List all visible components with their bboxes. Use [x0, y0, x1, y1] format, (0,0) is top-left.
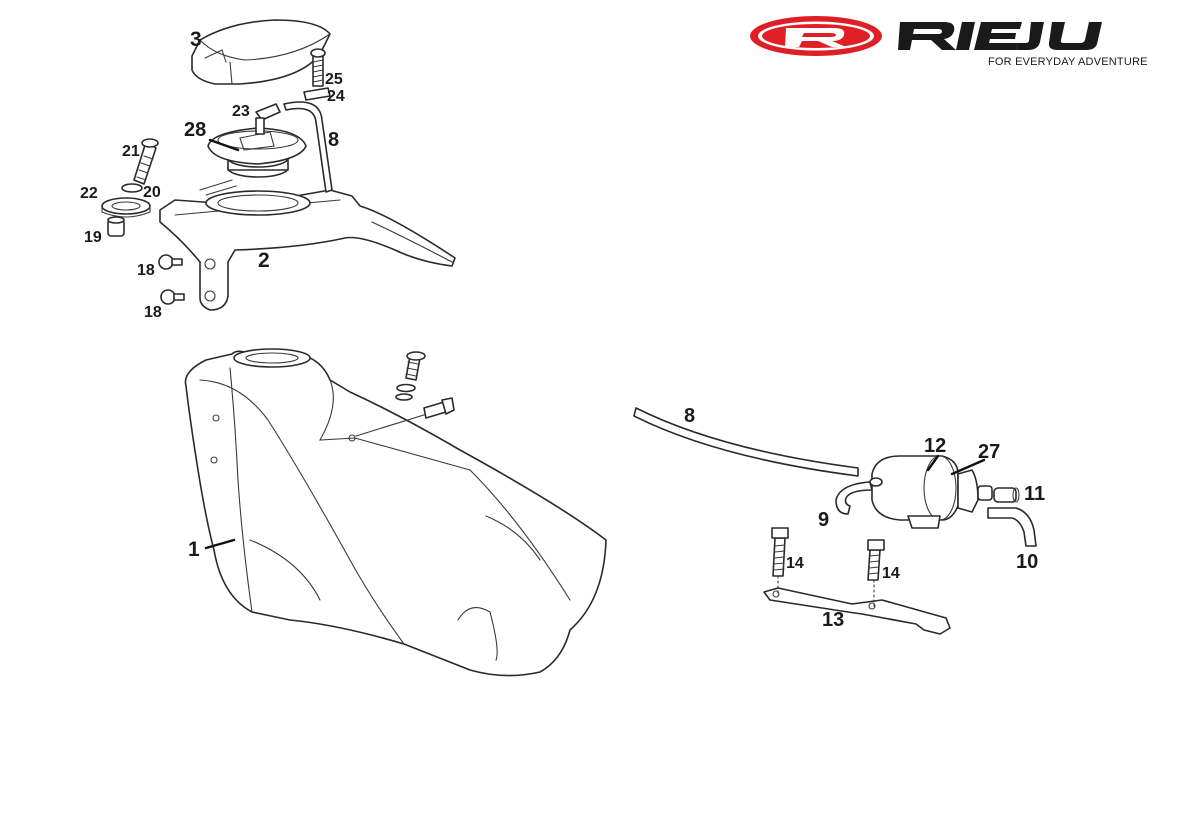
- callout-3: 3: [190, 28, 202, 51]
- callout-19: 19: [84, 229, 102, 246]
- tank-cover-part: [191, 19, 331, 85]
- tank-bolt-part: [395, 351, 426, 401]
- bolt-25-part: [310, 48, 326, 87]
- bolt-14b-part: [867, 539, 885, 581]
- callout-18-upper: 18: [137, 262, 155, 279]
- bolt-14a-part: [771, 527, 789, 577]
- callout-1: 1: [188, 538, 200, 561]
- screw-21-part: [133, 138, 159, 185]
- fuel-hose-11-part: [993, 487, 1020, 503]
- fuel-cap-part: [207, 127, 307, 178]
- callout-14-right: 14: [882, 565, 900, 582]
- clip-24-part: [303, 87, 331, 101]
- callout-23: 23: [232, 103, 250, 120]
- callout-18-lower: 18: [144, 304, 162, 321]
- fuel-hose-10-part: [987, 507, 1037, 547]
- callout-27: 27: [978, 441, 1000, 463]
- tank-upper-bracket-part: [159, 179, 456, 311]
- spacer-19-part: [107, 216, 125, 237]
- hose-9-part: [835, 481, 873, 515]
- callout-10: 10: [1016, 551, 1038, 573]
- callout-8-upper: 8: [328, 129, 339, 151]
- callout-2: 2: [258, 249, 270, 272]
- callout-20: 20: [143, 184, 161, 201]
- callout-11: 11: [1024, 483, 1045, 505]
- washer-20-part: [121, 183, 143, 193]
- grommet-22-part: [101, 197, 151, 218]
- callout-14-left: 14: [786, 555, 804, 572]
- brand-tagline: FOR EVERYDAY ADVENTURE: [988, 56, 1148, 68]
- bracket-13-part: [763, 587, 951, 635]
- callout-28: 28: [184, 119, 206, 141]
- leader-27: [950, 458, 986, 476]
- callout-25: 25: [325, 71, 343, 88]
- bolt-18b-part: [160, 289, 185, 305]
- leader-28: [208, 138, 240, 152]
- callout-21: 21: [122, 143, 140, 160]
- fuel-filter-part: [869, 455, 993, 529]
- breather-hose-lower-part: [633, 407, 859, 477]
- breather-valve-part: [255, 103, 281, 135]
- callout-22: 22: [80, 185, 98, 202]
- r-emblem-icon: [750, 16, 1102, 56]
- callout-8-lower: 8: [684, 405, 695, 427]
- leader-12: [926, 454, 940, 472]
- callout-13: 13: [822, 609, 844, 631]
- callout-24: 24: [327, 88, 345, 105]
- brand-logo: [748, 14, 1148, 74]
- bolt-18a-part: [158, 254, 183, 270]
- callout-9: 9: [818, 509, 829, 531]
- fuel-tank-part: [184, 348, 607, 677]
- leader-1: [204, 538, 236, 550]
- tank-side-bolt-part: [423, 397, 455, 419]
- callout-12: 12: [924, 435, 946, 457]
- breather-hose-upper-part: [283, 101, 333, 193]
